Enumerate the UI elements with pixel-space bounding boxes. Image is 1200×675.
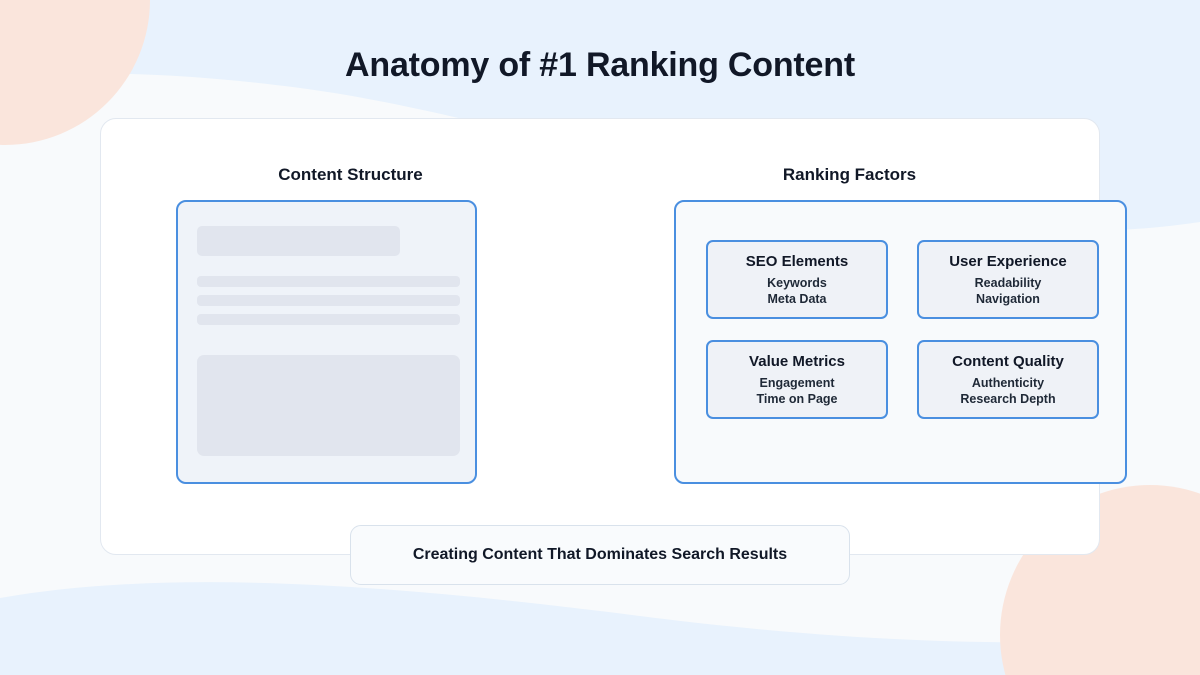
factor-card-value-metrics[interactable]: Value Metrics Engagement Time on Page	[706, 340, 888, 419]
ranking-factors-column: Ranking Factors SEO Elements Keywords Me…	[600, 119, 1127, 554]
ranking-factors-panel: SEO Elements Keywords Meta Data User Exp…	[674, 200, 1127, 484]
content-wireframe-panel	[176, 200, 477, 484]
wireframe-heading-block	[197, 226, 400, 256]
ranking-factors-heading: Ranking Factors	[782, 165, 917, 184]
factor-title: User Experience	[949, 252, 1067, 270]
factor-item: Engagement	[759, 376, 835, 391]
tagline-text: Creating Content That Dominates Search R…	[412, 546, 788, 563]
wireframe-text-line	[197, 314, 460, 325]
ranking-factors-grid: SEO Elements Keywords Meta Data User Exp…	[706, 240, 1099, 419]
factor-item: Navigation	[976, 291, 1040, 306]
factor-title: Content Quality	[952, 352, 1064, 370]
factor-item: Research Depth	[960, 391, 1056, 406]
wireframe-inner	[178, 202, 475, 482]
factor-card-user-experience[interactable]: User Experience Readability Navigation	[917, 240, 1099, 319]
content-structure-heading: Content Structure	[278, 165, 423, 184]
factor-item: Meta Data	[767, 291, 827, 306]
factor-item: Keywords	[767, 276, 827, 291]
factor-item: Time on Page	[756, 391, 838, 406]
factor-items: Authenticity Research Depth	[960, 376, 1055, 407]
factor-item: Readability	[974, 276, 1042, 291]
factor-title: SEO Elements	[745, 252, 849, 270]
factor-card-seo-elements[interactable]: SEO Elements Keywords Meta Data	[706, 240, 888, 319]
wireframe-image-block	[197, 355, 460, 456]
factor-items: Engagement Time on Page	[756, 376, 837, 407]
factor-title: Value Metrics	[749, 352, 845, 370]
content-structure-column: Content Structure	[101, 119, 600, 554]
wireframe-text-line	[197, 276, 460, 287]
wireframe-text-line	[197, 295, 460, 306]
columns-container: Content Structure Ranking Factors	[101, 119, 1127, 554]
factor-items: Keywords Meta Data	[767, 276, 827, 307]
factor-card-content-quality[interactable]: Content Quality Authenticity Research De…	[917, 340, 1099, 419]
tagline-banner: Creating Content That Dominates Search R…	[350, 525, 850, 585]
main-content-card: Content Structure Ranking Factors	[100, 118, 1127, 555]
factor-items: Readability Navigation	[975, 276, 1042, 307]
page-title: Anatomy of #1 Ranking Content	[345, 46, 855, 84]
factor-item: Authenticity	[971, 376, 1045, 391]
